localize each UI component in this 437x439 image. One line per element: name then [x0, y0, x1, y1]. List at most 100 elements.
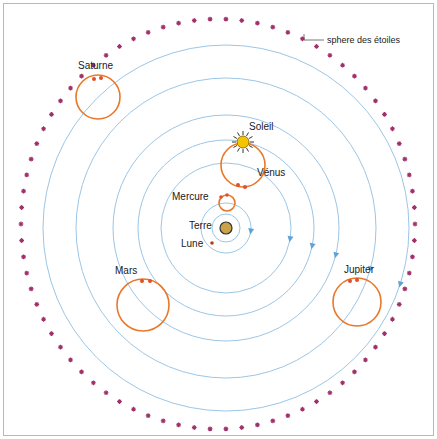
- star: [314, 399, 319, 404]
- star: [146, 30, 151, 35]
- star: [58, 345, 63, 350]
- orbit-arrow: [396, 281, 404, 289]
- epicycles: [76, 75, 381, 331]
- sun-ray: [243, 149, 244, 153]
- star: [131, 407, 136, 412]
- sun-ray: [247, 132, 249, 135]
- star: [239, 425, 244, 430]
- star: [192, 425, 197, 430]
- star: [24, 271, 29, 276]
- star: [19, 222, 24, 227]
- star: [91, 380, 96, 385]
- star: [270, 25, 275, 30]
- star: [208, 426, 213, 431]
- star: [79, 74, 84, 79]
- star: [382, 331, 387, 336]
- star: [397, 141, 402, 146]
- sun-ray: [249, 146, 252, 148]
- star: [390, 126, 395, 131]
- star: [161, 25, 166, 30]
- star: [285, 413, 290, 418]
- star-sphere: [19, 17, 418, 431]
- star: [41, 317, 46, 322]
- planet-dots: [92, 76, 359, 283]
- orbit-arrow: [309, 243, 316, 250]
- star: [410, 254, 415, 259]
- planet-label: Terre: [189, 220, 212, 232]
- frame: [4, 4, 434, 436]
- star: [412, 205, 417, 210]
- star: [340, 63, 345, 68]
- star: [41, 126, 46, 131]
- sun-ray: [249, 137, 252, 139]
- star: [373, 98, 378, 103]
- star: [402, 157, 407, 162]
- star: [21, 189, 26, 194]
- star: [29, 287, 34, 292]
- sun-ray: [247, 148, 249, 151]
- star: [192, 18, 197, 23]
- star: [300, 407, 305, 412]
- star: [255, 422, 260, 427]
- star: [410, 189, 415, 194]
- star: [208, 17, 213, 22]
- planet-label: Mars: [115, 265, 137, 277]
- sun-ray: [250, 142, 254, 143]
- star: [270, 419, 275, 424]
- star: [79, 369, 84, 374]
- star: [413, 222, 418, 227]
- sun-symbol: [232, 131, 254, 153]
- planet-label: Vénus: [257, 167, 285, 179]
- star: [397, 302, 402, 307]
- star: [49, 331, 54, 336]
- star: [363, 86, 368, 91]
- sun-ray: [233, 137, 236, 139]
- star: [117, 44, 122, 49]
- star: [352, 369, 357, 374]
- star: [34, 302, 39, 307]
- planet-label: Mercure: [172, 191, 209, 203]
- star: [407, 271, 412, 276]
- star: [146, 413, 151, 418]
- orbit-arrow: [332, 252, 339, 259]
- orbit-arrow: [287, 236, 294, 243]
- star: [29, 157, 34, 162]
- sun-ray: [238, 132, 240, 135]
- planet-label: Saturne: [78, 60, 113, 72]
- planet-label: Jupiter: [344, 264, 374, 276]
- earth-symbol: [220, 222, 232, 234]
- sun-ray: [238, 148, 240, 151]
- leader-line: [304, 34, 324, 40]
- star: [239, 18, 244, 23]
- star: [176, 21, 181, 26]
- star: [104, 53, 109, 58]
- star: [19, 238, 24, 243]
- sphere-label: sphere des étoiles: [327, 34, 400, 46]
- sun-ray: [243, 131, 244, 135]
- star: [352, 74, 357, 79]
- deferent-orbits: [43, 45, 409, 411]
- orbit-arrow: [247, 228, 254, 235]
- star: [340, 380, 345, 385]
- sun-ray: [233, 146, 236, 148]
- star: [407, 173, 412, 178]
- star: [58, 98, 63, 103]
- star: [104, 390, 109, 395]
- star: [224, 17, 229, 22]
- star: [117, 399, 122, 404]
- star: [373, 345, 378, 350]
- star: [328, 390, 333, 395]
- orbit-arrows: [247, 228, 403, 288]
- star: [402, 287, 407, 292]
- sun-ray: [232, 142, 236, 143]
- star: [412, 238, 417, 243]
- planet-label: Lune: [181, 238, 203, 250]
- star: [161, 419, 166, 424]
- star: [176, 422, 181, 427]
- star: [34, 141, 39, 146]
- star: [21, 254, 26, 259]
- star: [328, 53, 333, 58]
- star: [390, 317, 395, 322]
- star: [285, 30, 290, 35]
